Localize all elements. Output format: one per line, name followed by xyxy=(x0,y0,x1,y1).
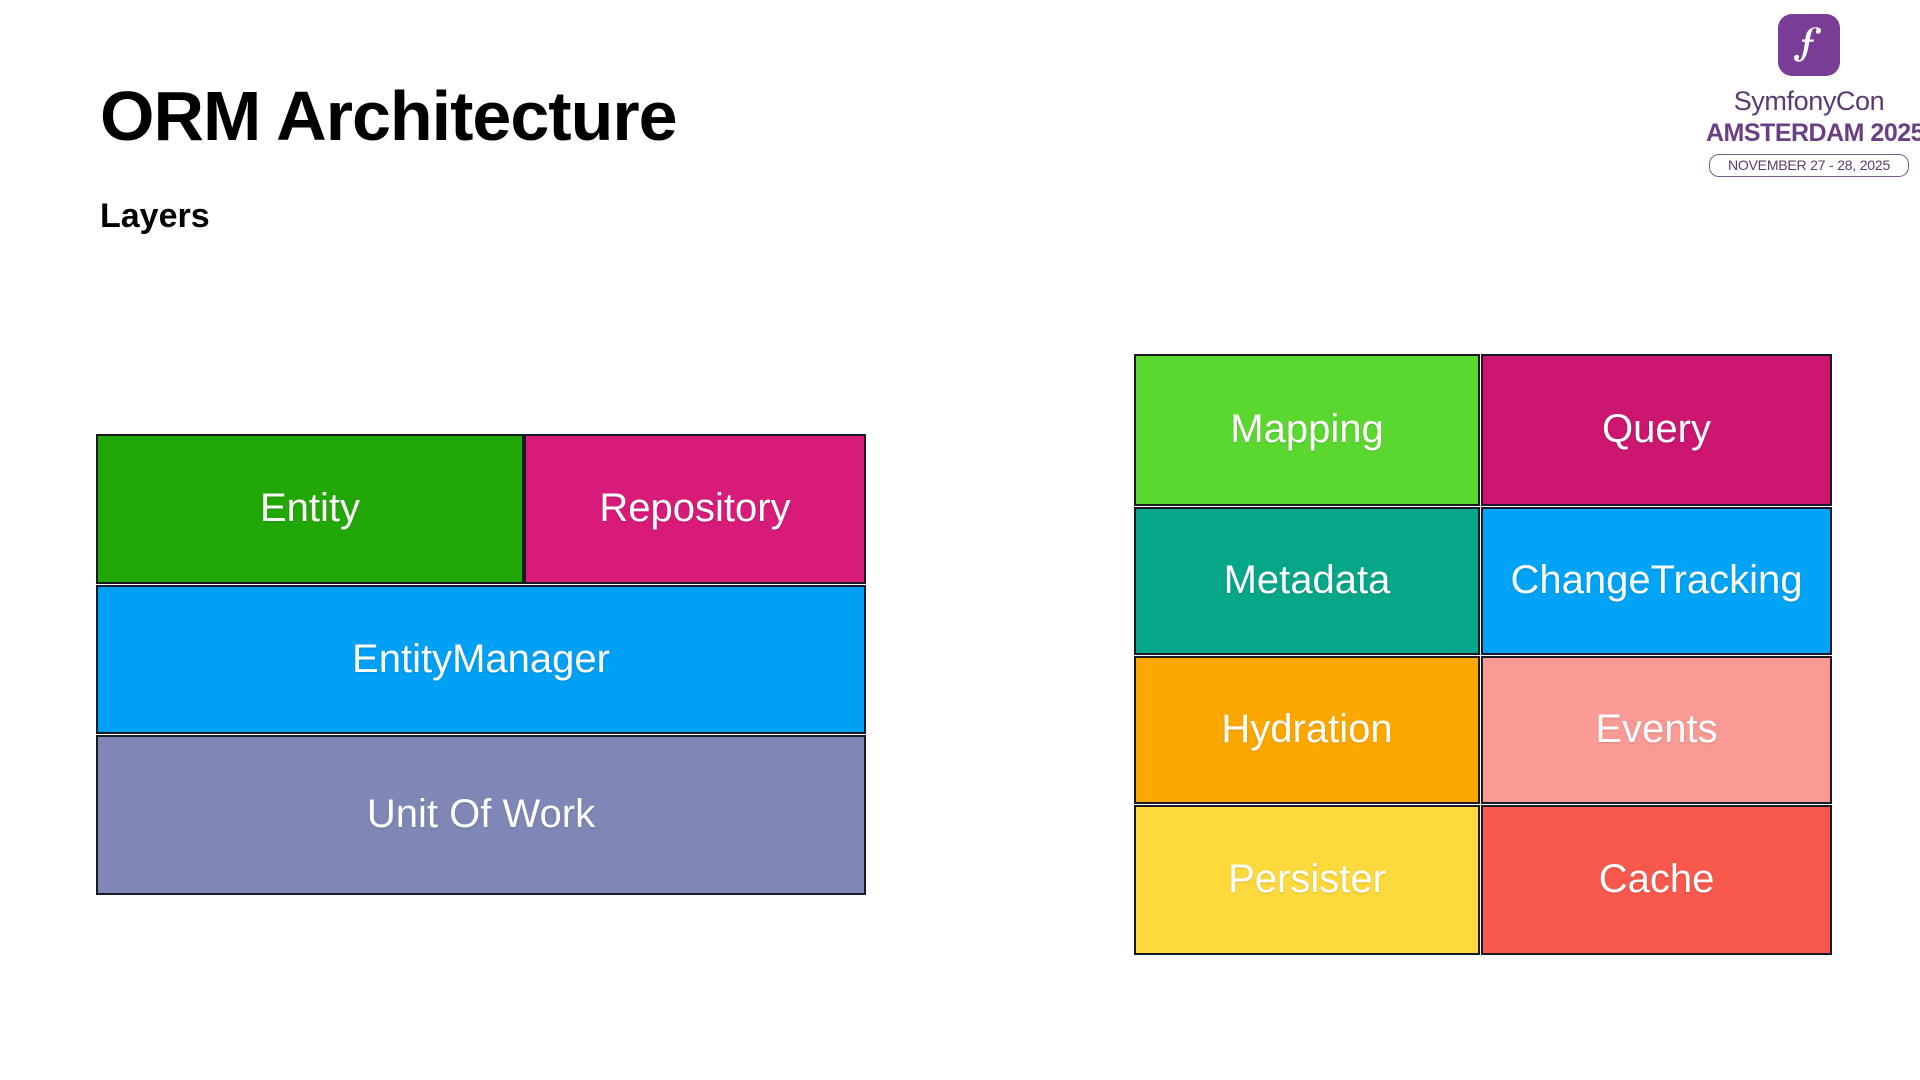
block-entity: Entity xyxy=(96,434,524,584)
block-mapping: Mapping xyxy=(1134,354,1480,506)
block-unit-of-work: Unit Of Work xyxy=(96,735,866,895)
block-metadata: Metadata xyxy=(1134,507,1480,655)
symfony-logo-icon xyxy=(1778,14,1840,76)
page-title: ORM Architecture xyxy=(100,77,678,155)
block-persister: Persister xyxy=(1134,805,1480,955)
block-hydration: Hydration xyxy=(1134,656,1480,804)
logo-dates-badge: NOVEMBER 27 - 28, 2025 xyxy=(1709,154,1909,177)
block-events: Events xyxy=(1481,656,1832,804)
page-subtitle: Layers xyxy=(100,197,210,235)
logo-city-year: AMSTERDAM 2025 xyxy=(1706,119,1920,147)
block-cache: Cache xyxy=(1481,805,1832,955)
symfonycon-logo: SymfonyCon AMSTERDAM 2025 NOVEMBER 27 - … xyxy=(1706,14,1920,204)
block-entitymanager: EntityManager xyxy=(96,585,866,734)
block-query: Query xyxy=(1481,354,1832,506)
logo-wordmark: SymfonyCon xyxy=(1733,86,1885,116)
block-repository: Repository xyxy=(524,434,866,584)
